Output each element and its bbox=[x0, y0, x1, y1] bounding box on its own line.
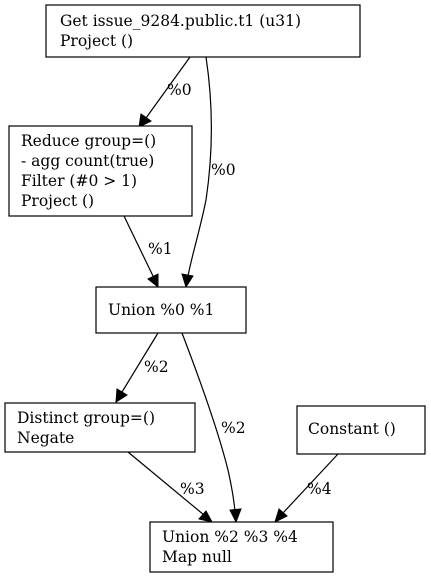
node-line: Map null bbox=[162, 548, 232, 566]
edge-label: %0 bbox=[167, 81, 192, 99]
edge-reduce-to-union1: %1 bbox=[123, 215, 173, 289]
arrowhead-icon bbox=[229, 508, 242, 524]
arrowhead-icon bbox=[274, 508, 288, 523]
node-box bbox=[4, 402, 196, 453]
node-box bbox=[149, 521, 334, 573]
edge-union1-to-distinct: %2 bbox=[115, 332, 169, 403]
arrowhead-icon bbox=[115, 388, 128, 403]
node-distinct: Distinct group=() Negate bbox=[4, 402, 196, 453]
node-line: - agg count(true) bbox=[21, 152, 154, 170]
edge-line bbox=[121, 332, 159, 393]
edge-label: %2 bbox=[144, 358, 169, 376]
edge-label: %4 bbox=[307, 480, 332, 498]
edge-union1-to-union2: %2 bbox=[181, 332, 246, 524]
node-line: Get issue_9284.public.t1 (u31) bbox=[60, 12, 301, 30]
edge-label: %3 bbox=[180, 480, 205, 498]
node-get: Get issue_9284.public.t1 (u31) Project (… bbox=[45, 4, 361, 58]
node-line: Project () bbox=[60, 32, 133, 50]
edge-distinct-to-union2: %3 bbox=[127, 451, 213, 523]
edge-line bbox=[145, 56, 191, 119]
arrowhead-icon bbox=[147, 273, 159, 289]
edge-line bbox=[282, 453, 339, 514]
arrowhead-icon bbox=[138, 113, 152, 128]
edge-constant-to-union2: %4 bbox=[274, 453, 339, 523]
edge-line bbox=[127, 451, 205, 516]
arrowhead-icon bbox=[198, 510, 213, 523]
edge-get-to-reduce: %0 bbox=[138, 56, 192, 128]
node-constant: Constant () bbox=[296, 405, 426, 455]
edge-line bbox=[181, 332, 236, 513]
edge-label: %1 bbox=[148, 240, 173, 258]
node-line: Filter (#0 > 1) bbox=[21, 172, 137, 190]
edge-get-to-union1: %0 bbox=[181, 56, 236, 289]
node-line: Union %2 %3 %4 bbox=[162, 528, 298, 546]
node-line: Distinct group=() bbox=[17, 409, 155, 427]
node-box bbox=[45, 4, 361, 58]
node-union2: Union %2 %3 %4 Map null bbox=[149, 521, 334, 573]
arrowhead-icon bbox=[181, 273, 194, 289]
node-line: Project () bbox=[21, 192, 94, 210]
node-box bbox=[8, 125, 193, 217]
edge-line bbox=[123, 215, 154, 277]
node-line: Union %0 %1 bbox=[108, 301, 214, 319]
node-box bbox=[95, 286, 247, 334]
edge-label: %0 bbox=[211, 161, 236, 179]
node-union1: Union %0 %1 bbox=[95, 286, 247, 334]
node-reduce: Reduce group=() - agg count(true) Filter… bbox=[8, 125, 193, 217]
node-line: Constant () bbox=[308, 420, 396, 438]
node-line: Negate bbox=[17, 429, 74, 447]
node-line: Reduce group=() bbox=[21, 132, 156, 150]
edge-label: %2 bbox=[221, 419, 246, 437]
edge-line bbox=[187, 56, 212, 277]
node-box bbox=[296, 405, 426, 455]
